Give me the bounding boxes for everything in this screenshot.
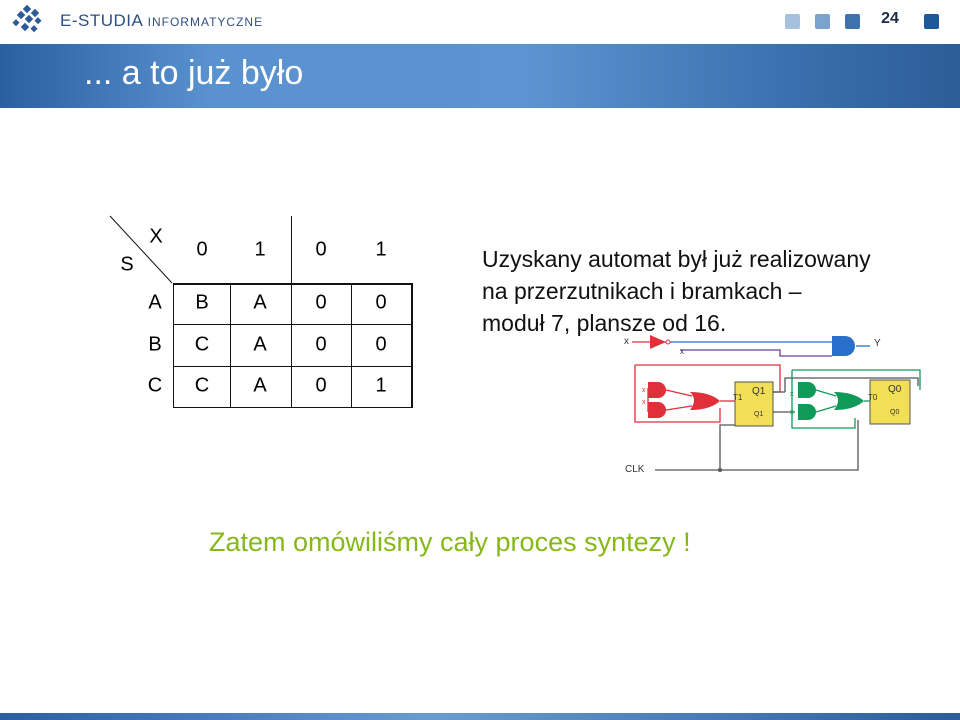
table-col-line [351, 283, 352, 408]
table-cell: B [195, 291, 209, 314]
column-header: 1 [254, 238, 266, 261]
row-state-label: B [148, 333, 162, 356]
column-header: 1 [375, 238, 387, 261]
ff0-qneg-label: Q0 [890, 409, 899, 416]
and-gate-icon [648, 382, 666, 398]
description-line: na przerzutnikach i bramkach – [482, 278, 802, 304]
nav-square-3[interactable] [845, 14, 860, 29]
title-bar: ... a to już było [0, 44, 960, 108]
table-col-line [173, 283, 174, 408]
ff0-t-label: T0 [868, 393, 878, 402]
table-divider-line [291, 216, 292, 408]
slide-title: ... a to już było [84, 54, 304, 92]
e-studia-logo-icon [12, 4, 42, 33]
table-bottom-line [173, 407, 413, 408]
and-gate-icon [832, 336, 855, 356]
circuit-clk-label: CLK [625, 464, 645, 475]
and-gate-icon [798, 404, 816, 420]
gate-input-label: x [642, 399, 646, 406]
and-gate-icon [648, 402, 666, 418]
bottom-bar [0, 713, 960, 720]
table-cell: A [253, 291, 267, 314]
nav-square-1[interactable] [785, 14, 800, 29]
ff1-t-label: T1 [733, 393, 743, 402]
table-cell: 0 [315, 333, 327, 356]
table-cell: 0 [375, 291, 387, 314]
conclusion-text: Zatem omówiliśmy cały proces syntezy ! [209, 527, 691, 557]
circuit-x-label: x [624, 336, 629, 347]
table-cell: 0 [315, 291, 327, 314]
ff1-q-label: Q1 [752, 386, 766, 397]
description-line: moduł 7, plansze od 16. [482, 310, 727, 336]
table-cell: C [194, 333, 210, 356]
table-row-line [173, 324, 413, 325]
row-state-label: C [147, 374, 163, 397]
page-number: 24 [881, 10, 899, 27]
table-cell: 0 [375, 333, 387, 356]
table-cell: C [194, 374, 210, 397]
nav-square-2[interactable] [815, 14, 830, 29]
circuit-diagram: x x Y CLK Q1 Q1 T1 Q0 Q0 T0 x x x x [624, 335, 921, 475]
flip-flop-t0 [869, 379, 911, 425]
table-cell: 0 [315, 374, 327, 397]
nav-square-4[interactable] [924, 14, 939, 29]
corner-state-label: S [120, 253, 134, 276]
ff1-qneg-label: Q1 [754, 411, 763, 418]
gate-input-label: x [642, 387, 646, 394]
or-gate-icon [690, 392, 720, 410]
column-header: 0 [315, 238, 327, 261]
table-cell: A [253, 333, 267, 356]
description-text: Uzyskany automat był już realizowany na … [482, 243, 952, 339]
table-cell: 1 [375, 374, 387, 397]
table-row-line [173, 366, 413, 367]
row-state-label: A [148, 291, 162, 314]
flip-flop-t1 [734, 381, 774, 427]
or-gate-icon [834, 392, 864, 410]
gate-input-label: x [790, 391, 794, 398]
gate-input-label: x [790, 409, 794, 416]
table-col-line [230, 283, 231, 408]
brand-sub: INFORMATYCZNE [147, 15, 264, 29]
ff0-q-label: Q0 [888, 384, 902, 395]
corner-input-label: X [149, 225, 163, 248]
brand-main: E-STUDIA [60, 11, 143, 30]
table-right-line [411, 283, 413, 408]
brand-name: E-STUDIA INFORMATYCZNE [60, 11, 263, 31]
inverter-gate-icon [650, 335, 666, 349]
column-header: 0 [196, 238, 208, 261]
table-cell: A [253, 374, 267, 397]
circuit-xneg-label: x [680, 347, 684, 356]
description-line: Uzyskany automat był już realizowany [482, 246, 871, 272]
circuit-y-label: Y [874, 338, 881, 349]
table-top-line [173, 283, 413, 285]
and-gate-icon [798, 382, 816, 398]
